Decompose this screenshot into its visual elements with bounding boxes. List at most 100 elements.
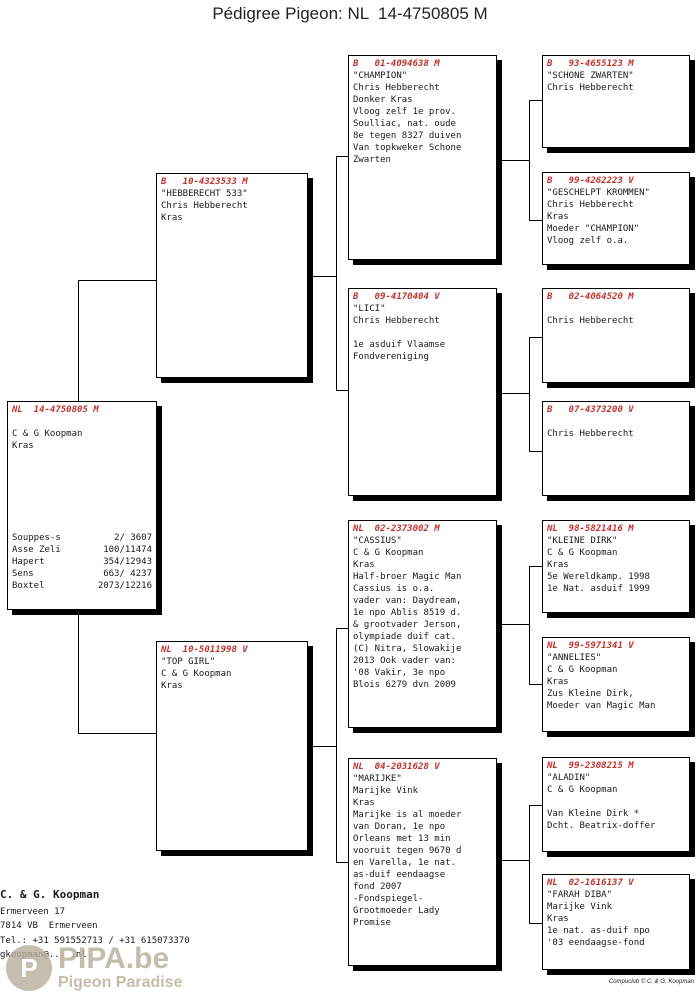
card-line: [547, 796, 685, 808]
connector-line: [497, 624, 529, 625]
card-line: C & G Koopman: [12, 429, 83, 439]
connector-line: [78, 280, 156, 281]
breeder-name: C. & G. Koopman: [0, 888, 100, 901]
race-result: 2073/12216: [97, 581, 152, 591]
card-line: Chris Hebberecht: [547, 200, 634, 210]
connector-line: [497, 393, 529, 394]
card-line: "GESCHELPT KROMMEN": [547, 188, 650, 198]
card-line: "ALADIN": [547, 773, 591, 783]
card-line: Orleans met 13 min: [353, 834, 451, 844]
card-line: van Doran, 1e npo: [353, 822, 446, 832]
card-line: "HEBBERECHT 533": [161, 189, 248, 199]
card-line: Kras: [547, 677, 569, 687]
connector-line: [78, 733, 156, 734]
race-name: Hapert: [12, 557, 45, 567]
pigeon-card-mother-father: NL 02-2373002 M "CASSIUS" C & G Koopman …: [348, 520, 497, 728]
card-line: C & G Koopman: [547, 785, 618, 795]
connector-line: [529, 100, 530, 220]
card-line: 5e Wereldkamp. 1998: [547, 572, 650, 582]
card-line: Promise: [353, 918, 391, 928]
card-line: C & G Koopman: [547, 665, 618, 675]
card-line: Chris Hebberecht: [547, 429, 634, 439]
card-line: Van Kleine Dirk *: [547, 809, 640, 819]
connector-line: [336, 390, 348, 391]
ring-number: B 07-4373200 V: [547, 405, 634, 415]
card-line: Marijke Vink: [353, 786, 419, 796]
card-line: Chris Hebberecht: [547, 83, 634, 93]
pigeon-card-mmm: NL 02-1616137 V "FARAH DIBA" Marijke Vin…: [542, 874, 690, 970]
card-line: Blois 6279 dvn 2009: [353, 680, 456, 690]
compuclub-credit: Compuclub © C. & G. Koopman: [608, 979, 694, 985]
race-result: 663/ 4237: [103, 569, 152, 579]
connector-line: [529, 805, 542, 806]
connector-line: [529, 337, 530, 451]
watermark-name: PIPA.be: [58, 942, 170, 975]
card-line: Van topkweker Schone: [353, 143, 462, 153]
connector-line: [336, 862, 348, 863]
card-line: vader van: Daydream,: [353, 596, 462, 606]
race-result: 2/ 3607: [114, 533, 152, 543]
card-line: Fondvereniging: [353, 352, 429, 362]
connector-line: [529, 337, 542, 338]
card-line: "KLEINE DIRK": [547, 536, 618, 546]
pigeon-card-fmf: B 02-4064520 M Chris Hebberecht: [542, 288, 690, 383]
card-line: [12, 416, 152, 428]
ring-number: B 01-4094638 M: [353, 59, 440, 69]
card-line: Chris Hebberecht: [547, 316, 634, 326]
ring-number: NL 99-2308215 M: [547, 761, 634, 771]
connector-line: [529, 566, 542, 567]
card-line: 1e Nat. asduif 1999: [547, 584, 650, 594]
card-line: as-duif eendaagse: [353, 870, 446, 880]
card-line: "LICI": [353, 304, 386, 314]
watermark: P PIPA.be Pigeon Paradise: [6, 944, 183, 992]
card-line: -Fondspiegel-: [353, 894, 424, 904]
card-line: Marijke Vink: [547, 902, 613, 912]
card-line: Moeder van Magic Man: [547, 701, 656, 711]
card-line: 1e npo Ablis 8519 d.: [353, 608, 462, 618]
card-line: "SCHONE ZWARTEN": [547, 71, 634, 81]
card-line: fond 2007: [353, 882, 402, 892]
phone-line: Tel.: +31 591552713 / +31 615073370: [0, 935, 190, 946]
card-line: Kras: [353, 798, 375, 808]
card-line: Zwarten: [353, 155, 391, 165]
card-line: Vloog zelf 1e prov.: [353, 107, 456, 117]
watermark-tagline: Pigeon Paradise: [58, 974, 183, 991]
card-line: Marijke is al moeder: [353, 810, 462, 820]
pigeon-card-father-mother: B 09-4170404 V "LICI" Chris Hebberecht 1…: [348, 288, 497, 496]
card-line: Grootmoeder Lady: [353, 906, 440, 916]
card-line: [547, 303, 685, 315]
ring-number: NL 98-5821416 M: [547, 524, 634, 534]
card-line: C & G Koopman: [161, 669, 232, 679]
connector-line: [336, 156, 348, 157]
ring-number: NL 99-5971341 V: [547, 641, 634, 651]
card-line: Soulliac, nat. oude: [353, 119, 456, 129]
page-title: Pédigree Pigeon: NL 14-4750805 M: [212, 4, 488, 23]
connector-line: [308, 746, 336, 747]
ring-number: NL 02-2373002 M: [353, 524, 440, 534]
card-line: "CHAMPION": [353, 71, 408, 81]
pipa-logo-icon: P: [6, 945, 52, 991]
card-line: Chris Hebberecht: [353, 316, 440, 326]
card-line: "ANNELIES": [547, 653, 602, 663]
card-line: 8e tegen 8327 duiven: [353, 131, 462, 141]
ring-number: B 10-4323533 M: [161, 177, 248, 187]
ring-number: B 02-4064520 M: [547, 292, 634, 302]
connector-line: [336, 628, 337, 862]
connector-line: [529, 805, 530, 923]
card-line: Kras: [12, 441, 34, 451]
card-line: Vloog zelf o.a.: [547, 236, 629, 246]
card-line: Kras: [353, 560, 375, 570]
pigeon-card-mother: NL 10-5011998 V "TOP GIRL" C & G Koopman…: [156, 641, 308, 851]
connector-line: [529, 684, 542, 685]
card-line: 2013 Ook vader van:: [353, 656, 456, 666]
card-line: Moeder "CHAMPION": [547, 224, 640, 234]
card-line: '03 eendaagse-fond: [547, 938, 645, 948]
card-line: (C) Nitra, Slowakije: [353, 644, 462, 654]
card-line: Kras: [547, 560, 569, 570]
